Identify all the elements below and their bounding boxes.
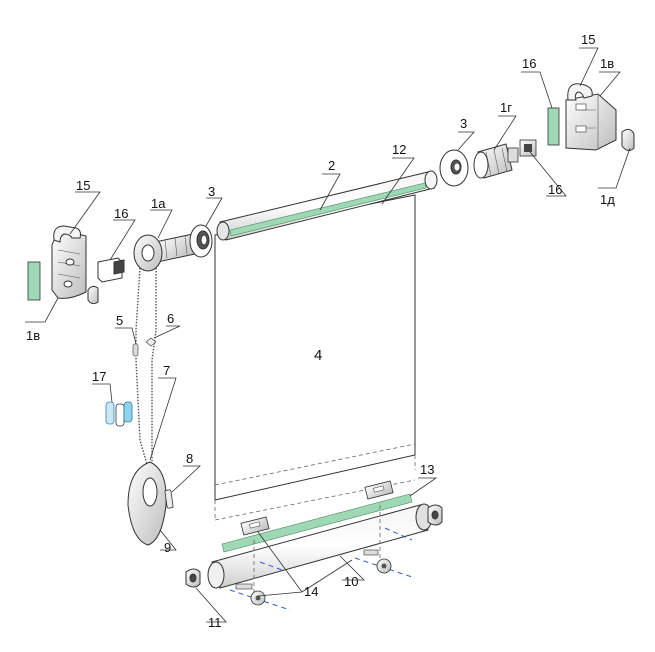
bracket-left-1v — [51, 225, 87, 299]
end-cap-right — [427, 504, 443, 526]
control-mechanism-1a — [133, 233, 199, 272]
label-1v-left: 1в — [26, 328, 40, 343]
label-3-right: 3 — [460, 116, 467, 131]
pin-8 — [164, 489, 174, 509]
chain-connectors-17 — [105, 401, 133, 427]
green-strip-bottom — [221, 493, 413, 553]
cap-right-1d — [621, 128, 635, 152]
bottom-weight-bar — [207, 493, 433, 589]
label-1v-right: 1в — [600, 56, 614, 71]
bracket-right-1v — [565, 83, 617, 151]
label-7: 7 — [163, 363, 170, 378]
label-14: 14 — [304, 584, 318, 599]
label-1d: 1д — [600, 192, 615, 207]
label-5: 5 — [116, 313, 123, 328]
label-17: 17 — [92, 369, 106, 384]
label-15-left: 15 — [76, 178, 90, 193]
label-16-right-top: 16 — [522, 56, 536, 71]
label-1g: 1г — [500, 100, 512, 115]
label-16-left: 16 — [114, 206, 128, 221]
fabric-clips-14 — [240, 480, 394, 536]
part-labels: 15 16 1а 3 1в 5 6 17 7 8 9 2 12 4 3 1г 1… — [26, 32, 615, 630]
end-cap-11 — [185, 568, 201, 588]
label-6: 6 — [167, 311, 174, 326]
green-strip-top — [229, 182, 427, 237]
leader-lines — [25, 47, 631, 623]
adapter-16-left — [97, 257, 125, 283]
roller-tube — [216, 170, 438, 241]
label-9: 9 — [164, 540, 171, 555]
chain-connector-5 — [132, 343, 139, 357]
idle-end-plug-1g — [473, 143, 519, 179]
green-pad-right — [547, 107, 560, 146]
chain-weight-9 — [127, 461, 167, 546]
washer-left — [189, 224, 213, 258]
adapter-16-right — [519, 139, 537, 157]
label-10: 10 — [344, 574, 358, 589]
bead-chain — [132, 267, 157, 470]
label-2: 2 — [328, 158, 335, 173]
label-15-right: 15 — [581, 32, 595, 47]
label-11: 11 — [208, 615, 222, 630]
label-3-left: 3 — [208, 184, 215, 199]
label-12: 12 — [392, 142, 406, 157]
label-16-right-bottom: 16 — [548, 182, 562, 197]
chain-stopper-6 — [145, 337, 157, 347]
washer-right — [439, 149, 469, 187]
mounting-screws — [229, 505, 416, 611]
label-8: 8 — [186, 451, 193, 466]
label-4: 4 — [314, 347, 322, 364]
label-13: 13 — [420, 462, 434, 477]
cap-left — [87, 285, 99, 305]
green-pad-left — [27, 261, 41, 301]
label-1a: 1а — [151, 196, 166, 211]
